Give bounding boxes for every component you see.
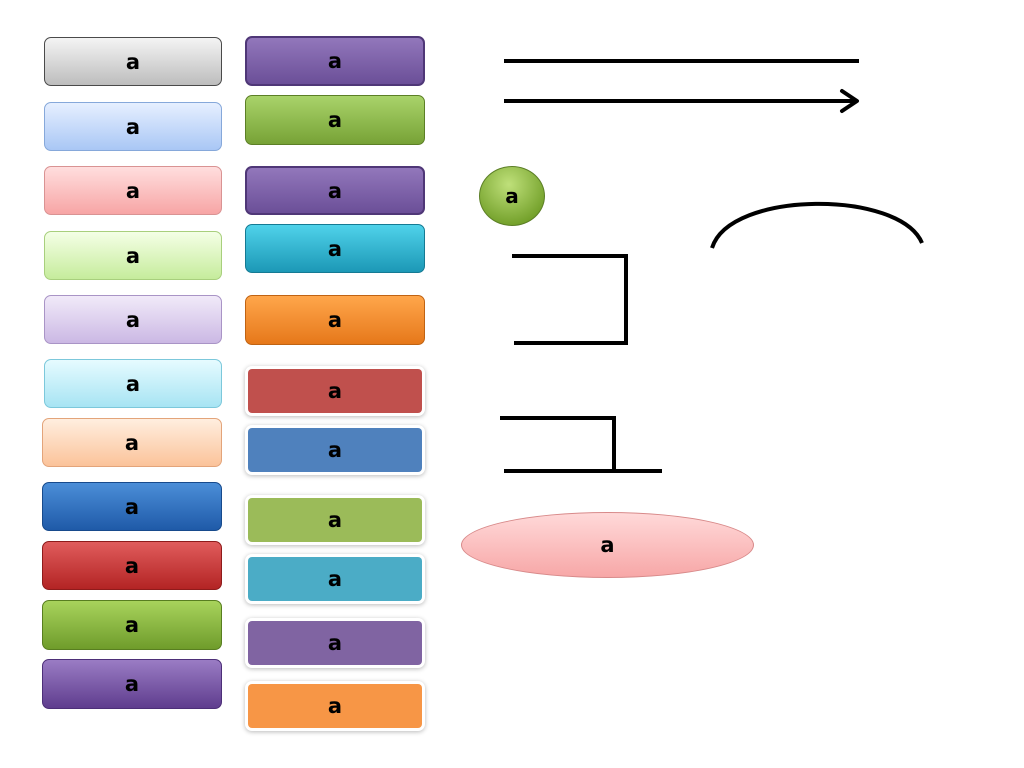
step-connector <box>500 416 616 471</box>
teal-box: a <box>248 557 422 601</box>
arrow-head-icon <box>840 89 859 113</box>
purple-pill: a <box>245 166 425 215</box>
teal-pill: a <box>245 224 425 273</box>
orange-box: a <box>248 684 422 728</box>
purple-pill: a <box>245 36 425 86</box>
orange-pill: a <box>245 295 425 345</box>
green-circle: a <box>479 166 545 226</box>
light-pink-pill: a <box>44 166 222 215</box>
green-pill: a <box>42 600 222 650</box>
blue-pill: a <box>42 482 222 531</box>
peach-pill: a <box>42 418 222 467</box>
red-pill: a <box>42 541 222 590</box>
bracket-connector <box>512 254 628 345</box>
purple-pill: a <box>42 659 222 709</box>
light-green-pill: a <box>44 231 222 280</box>
light-cyan-pill: a <box>44 359 222 408</box>
blue-box: a <box>248 428 422 472</box>
purple-box: a <box>248 621 422 665</box>
arc-line <box>710 201 924 249</box>
red-box: a <box>248 369 422 413</box>
pink-ellipse: a <box>461 512 754 578</box>
green-pill: a <box>245 95 425 145</box>
green-box: a <box>248 498 422 542</box>
lavender-pill: a <box>44 295 222 344</box>
light-blue-pill: a <box>44 102 222 151</box>
gray-pill: a <box>44 37 222 86</box>
